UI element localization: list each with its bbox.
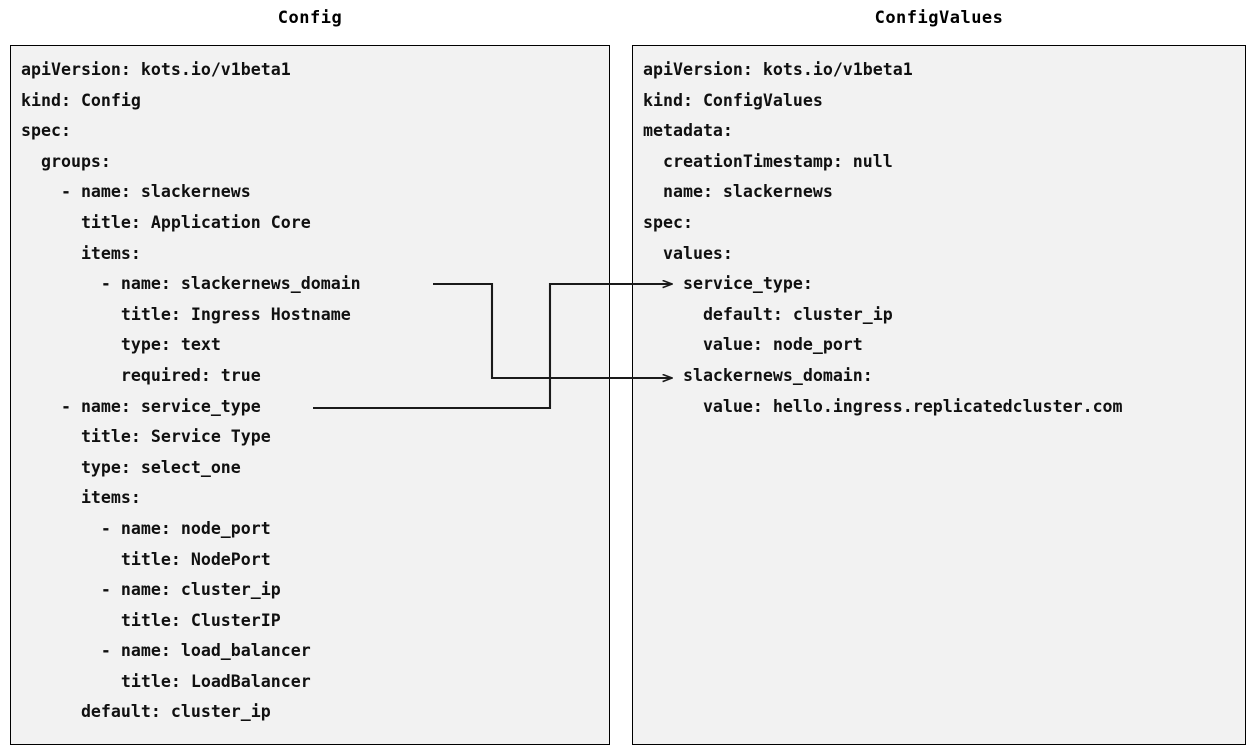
configvalues-yaml-panel: apiVersion: kots.io/v1beta1 kind: Config… — [632, 45, 1246, 745]
configvalues-yaml-code: apiVersion: kots.io/v1beta1 kind: Config… — [643, 60, 1123, 416]
configvalues-panel-title: ConfigValues — [874, 8, 1004, 28]
config-yaml-code: apiVersion: kots.io/v1beta1 kind: Config… — [21, 60, 361, 722]
config-yaml-panel: apiVersion: kots.io/v1beta1 kind: Config… — [10, 45, 610, 745]
config-panel-title: Config — [277, 8, 343, 28]
